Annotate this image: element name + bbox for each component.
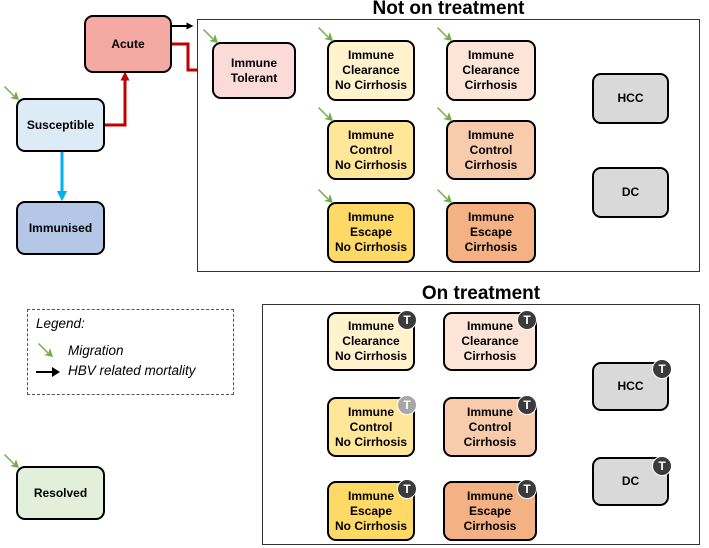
treatment-badge-icon: T <box>397 310 417 330</box>
legend-mortality-label: HBV related mortality <box>68 363 196 378</box>
treatment-badge-icon: T <box>517 479 537 499</box>
migration-arrow-icon <box>4 86 19 100</box>
escape-no-cirrhosis-node: Immune Escape No Cirrhosis <box>327 202 415 263</box>
not-on-treatment-title: Not on treatment <box>372 0 525 19</box>
immune-tolerant-node: Immune Tolerant <box>212 42 296 99</box>
control-cirrhosis-node: Immune Control Cirrhosis <box>446 120 536 180</box>
legend-migration-label: Migration <box>68 343 124 358</box>
clearance-cirrhosis-node: Immune Clearance Cirrhosis <box>446 40 536 101</box>
acute-node: Acute <box>84 15 172 73</box>
control-no-cirrhosis-node: Immune Control No Cirrhosis <box>327 120 415 180</box>
migration-arrow-icon <box>203 29 218 43</box>
migration-arrow-icon <box>437 107 452 121</box>
tx-clearance-no-cirrhosis-node: Immune Clearance No Cirrhosis <box>327 312 415 371</box>
susceptible-node: Susceptible <box>16 98 105 152</box>
migration-arrow-icon <box>38 343 53 357</box>
arrow-susceptible-acute <box>105 71 130 127</box>
treatment-badge-icon: T <box>397 395 417 415</box>
treatment-badge-icon: T <box>397 479 417 499</box>
migration-arrow-icon <box>318 27 333 41</box>
legend-title: Legend: <box>36 316 85 331</box>
migration-arrow-icon <box>437 27 452 41</box>
clearance-no-cirrhosis-node: Immune Clearance No Cirrhosis <box>327 40 415 101</box>
on-treatment-title: On treatment <box>421 283 541 304</box>
escape-cirrhosis-node: Immune Escape Cirrhosis <box>446 202 536 263</box>
migration-arrow-icon <box>318 189 333 203</box>
immunised-node: Immunised <box>16 201 105 255</box>
migration-arrow-icon <box>437 189 452 203</box>
treatment-badge-icon: T <box>652 359 672 379</box>
treatment-badge-icon: T <box>652 456 672 476</box>
migration-arrow-icon <box>318 107 333 121</box>
hcc-node: HCC <box>592 73 669 124</box>
resolved-node: Resolved <box>16 466 105 520</box>
dc-node: DC <box>592 167 669 218</box>
tx-dc-node: DC <box>592 457 669 506</box>
treatment-badge-icon: T <box>517 310 537 330</box>
tx-escape-no-cirrhosis-node: Immune Escape No Cirrhosis <box>327 481 415 541</box>
tx-hcc-node: HCC <box>592 362 669 411</box>
mortality-arrow-icon <box>36 367 60 377</box>
tx-escape-cirrhosis-node: Immune Escape Cirrhosis <box>443 481 537 541</box>
migration-arrow-icon <box>4 454 19 468</box>
treatment-badge-icon: T <box>517 395 537 415</box>
legend-box: Legend: Migration HBV related mortality <box>27 309 234 395</box>
